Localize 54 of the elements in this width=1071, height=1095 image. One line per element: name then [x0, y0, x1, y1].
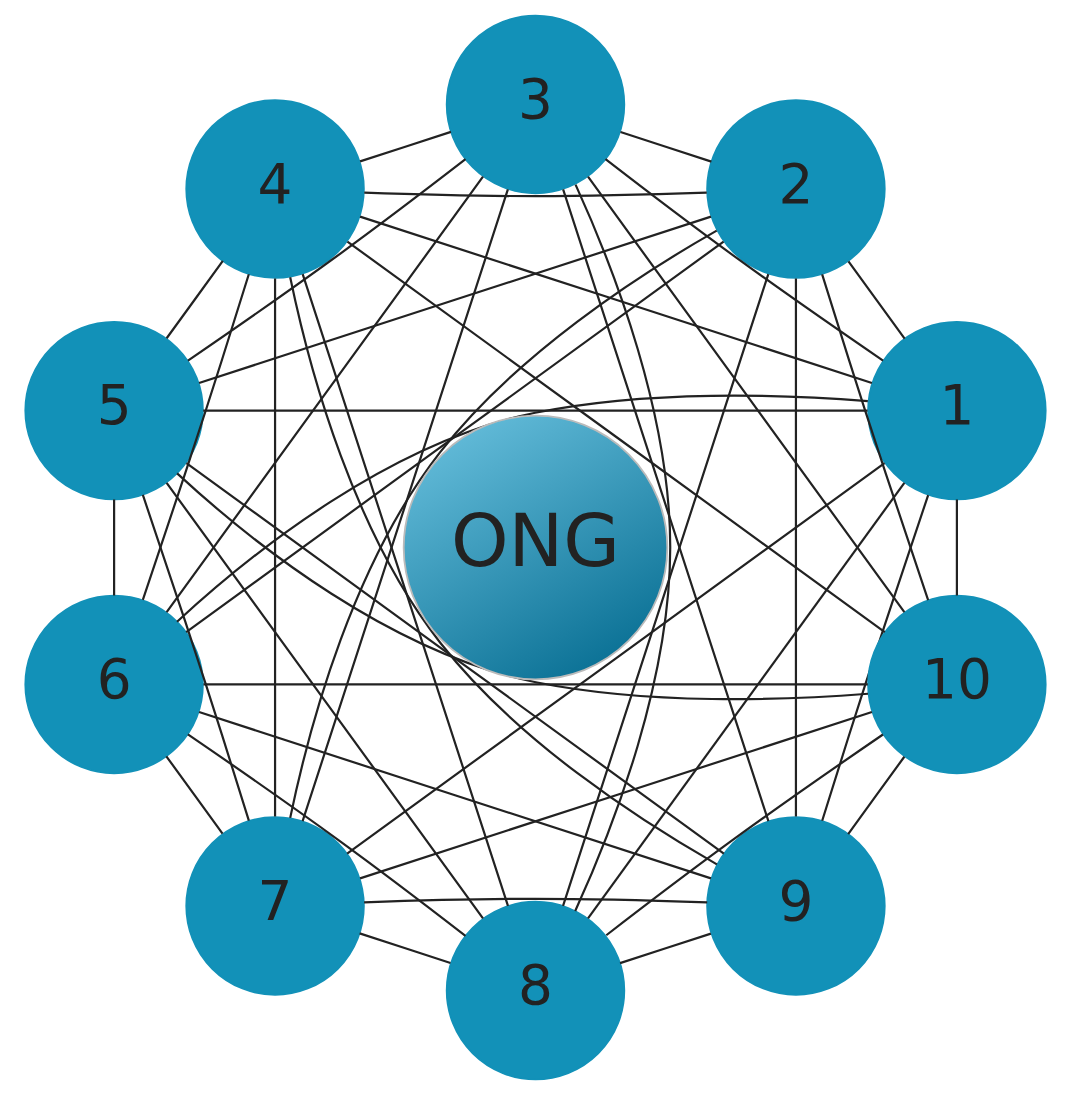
connector	[346, 240, 886, 633]
connector	[301, 189, 509, 822]
connector	[176, 394, 868, 623]
node-circle: 1	[867, 320, 1047, 501]
connector	[346, 462, 886, 855]
connector	[359, 215, 873, 384]
connector	[794, 278, 798, 817]
connector	[176, 472, 869, 701]
connector	[203, 409, 868, 412]
connector	[165, 176, 484, 613]
connector	[203, 683, 868, 686]
connector	[955, 499, 958, 596]
connector	[619, 932, 712, 965]
connector	[165, 260, 224, 339]
node-circle: 7	[185, 816, 365, 996]
connector	[113, 499, 116, 596]
connector	[198, 711, 712, 880]
connector	[187, 158, 467, 362]
node-circle: 6	[24, 594, 204, 775]
connector	[187, 733, 467, 937]
node-circle: 9	[706, 816, 886, 996]
connector	[141, 494, 250, 821]
connector	[604, 158, 884, 362]
connector	[301, 273, 509, 907]
connector	[273, 278, 277, 817]
connector	[185, 240, 725, 633]
connector	[185, 462, 725, 855]
node-circle: 10	[867, 594, 1047, 775]
connector	[574, 184, 672, 912]
node-circle: 5	[24, 320, 204, 501]
connector	[165, 755, 224, 835]
connector	[359, 932, 451, 964]
node-circle: 4	[185, 99, 365, 279]
connector	[364, 191, 707, 198]
connector	[847, 756, 906, 835]
node-circle: ONG	[402, 414, 669, 681]
connector	[198, 215, 712, 385]
node-circle: 8	[445, 900, 626, 1081]
connector	[359, 711, 873, 880]
connector	[821, 274, 930, 601]
connector	[620, 131, 712, 163]
node-circle: 3	[445, 14, 626, 195]
connector	[364, 897, 708, 904]
node-circle: 2	[706, 99, 886, 279]
connector	[821, 494, 930, 822]
connector	[141, 273, 250, 601]
connector	[587, 176, 906, 613]
connector	[562, 189, 770, 822]
connector	[587, 482, 906, 919]
connector	[605, 733, 884, 937]
connector	[847, 260, 906, 340]
connector	[359, 130, 452, 163]
connector	[165, 482, 484, 919]
connector	[562, 273, 770, 907]
